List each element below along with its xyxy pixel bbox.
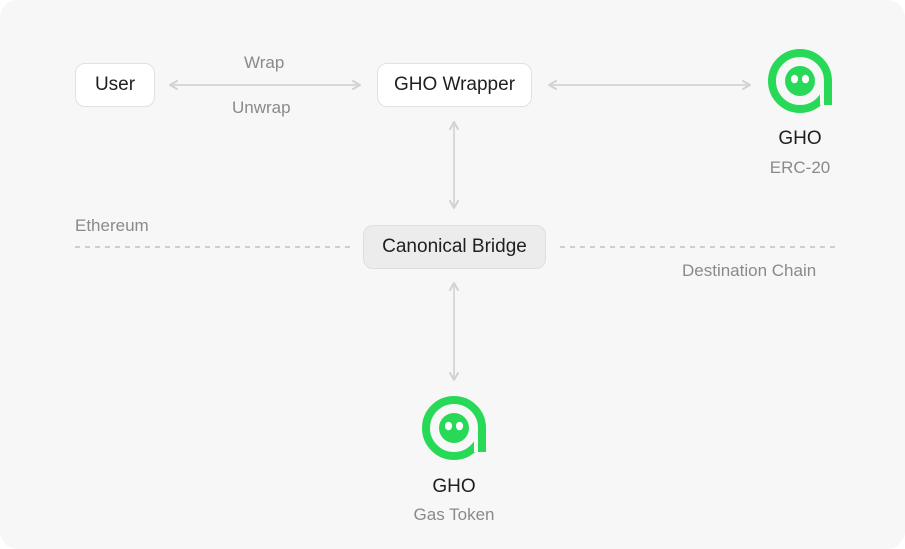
canonical-bridge-node: Canonical Bridge (363, 225, 546, 269)
user-label: User (94, 74, 136, 95)
ethereum-label: Ethereum (75, 216, 149, 235)
gho-logo-icon (422, 396, 486, 460)
gho-logo-icon (768, 49, 832, 113)
gas-token-name: GHO (432, 476, 476, 497)
gho-wrapper-label: GHO Wrapper (393, 74, 516, 95)
gho-wrapper-node: GHO Wrapper (377, 63, 532, 107)
gas-token-type: Gas Token (413, 505, 495, 524)
erc20-token-name: GHO (778, 128, 822, 149)
destination-chain-label: Destination Chain (682, 261, 817, 280)
user-node: User (75, 63, 155, 107)
erc20-token-type: ERC-20 (769, 158, 831, 177)
wrap-label: Wrap (244, 53, 285, 72)
unwrap-label: Unwrap (232, 98, 291, 117)
canonical-bridge-label: Canonical Bridge (382, 236, 527, 257)
